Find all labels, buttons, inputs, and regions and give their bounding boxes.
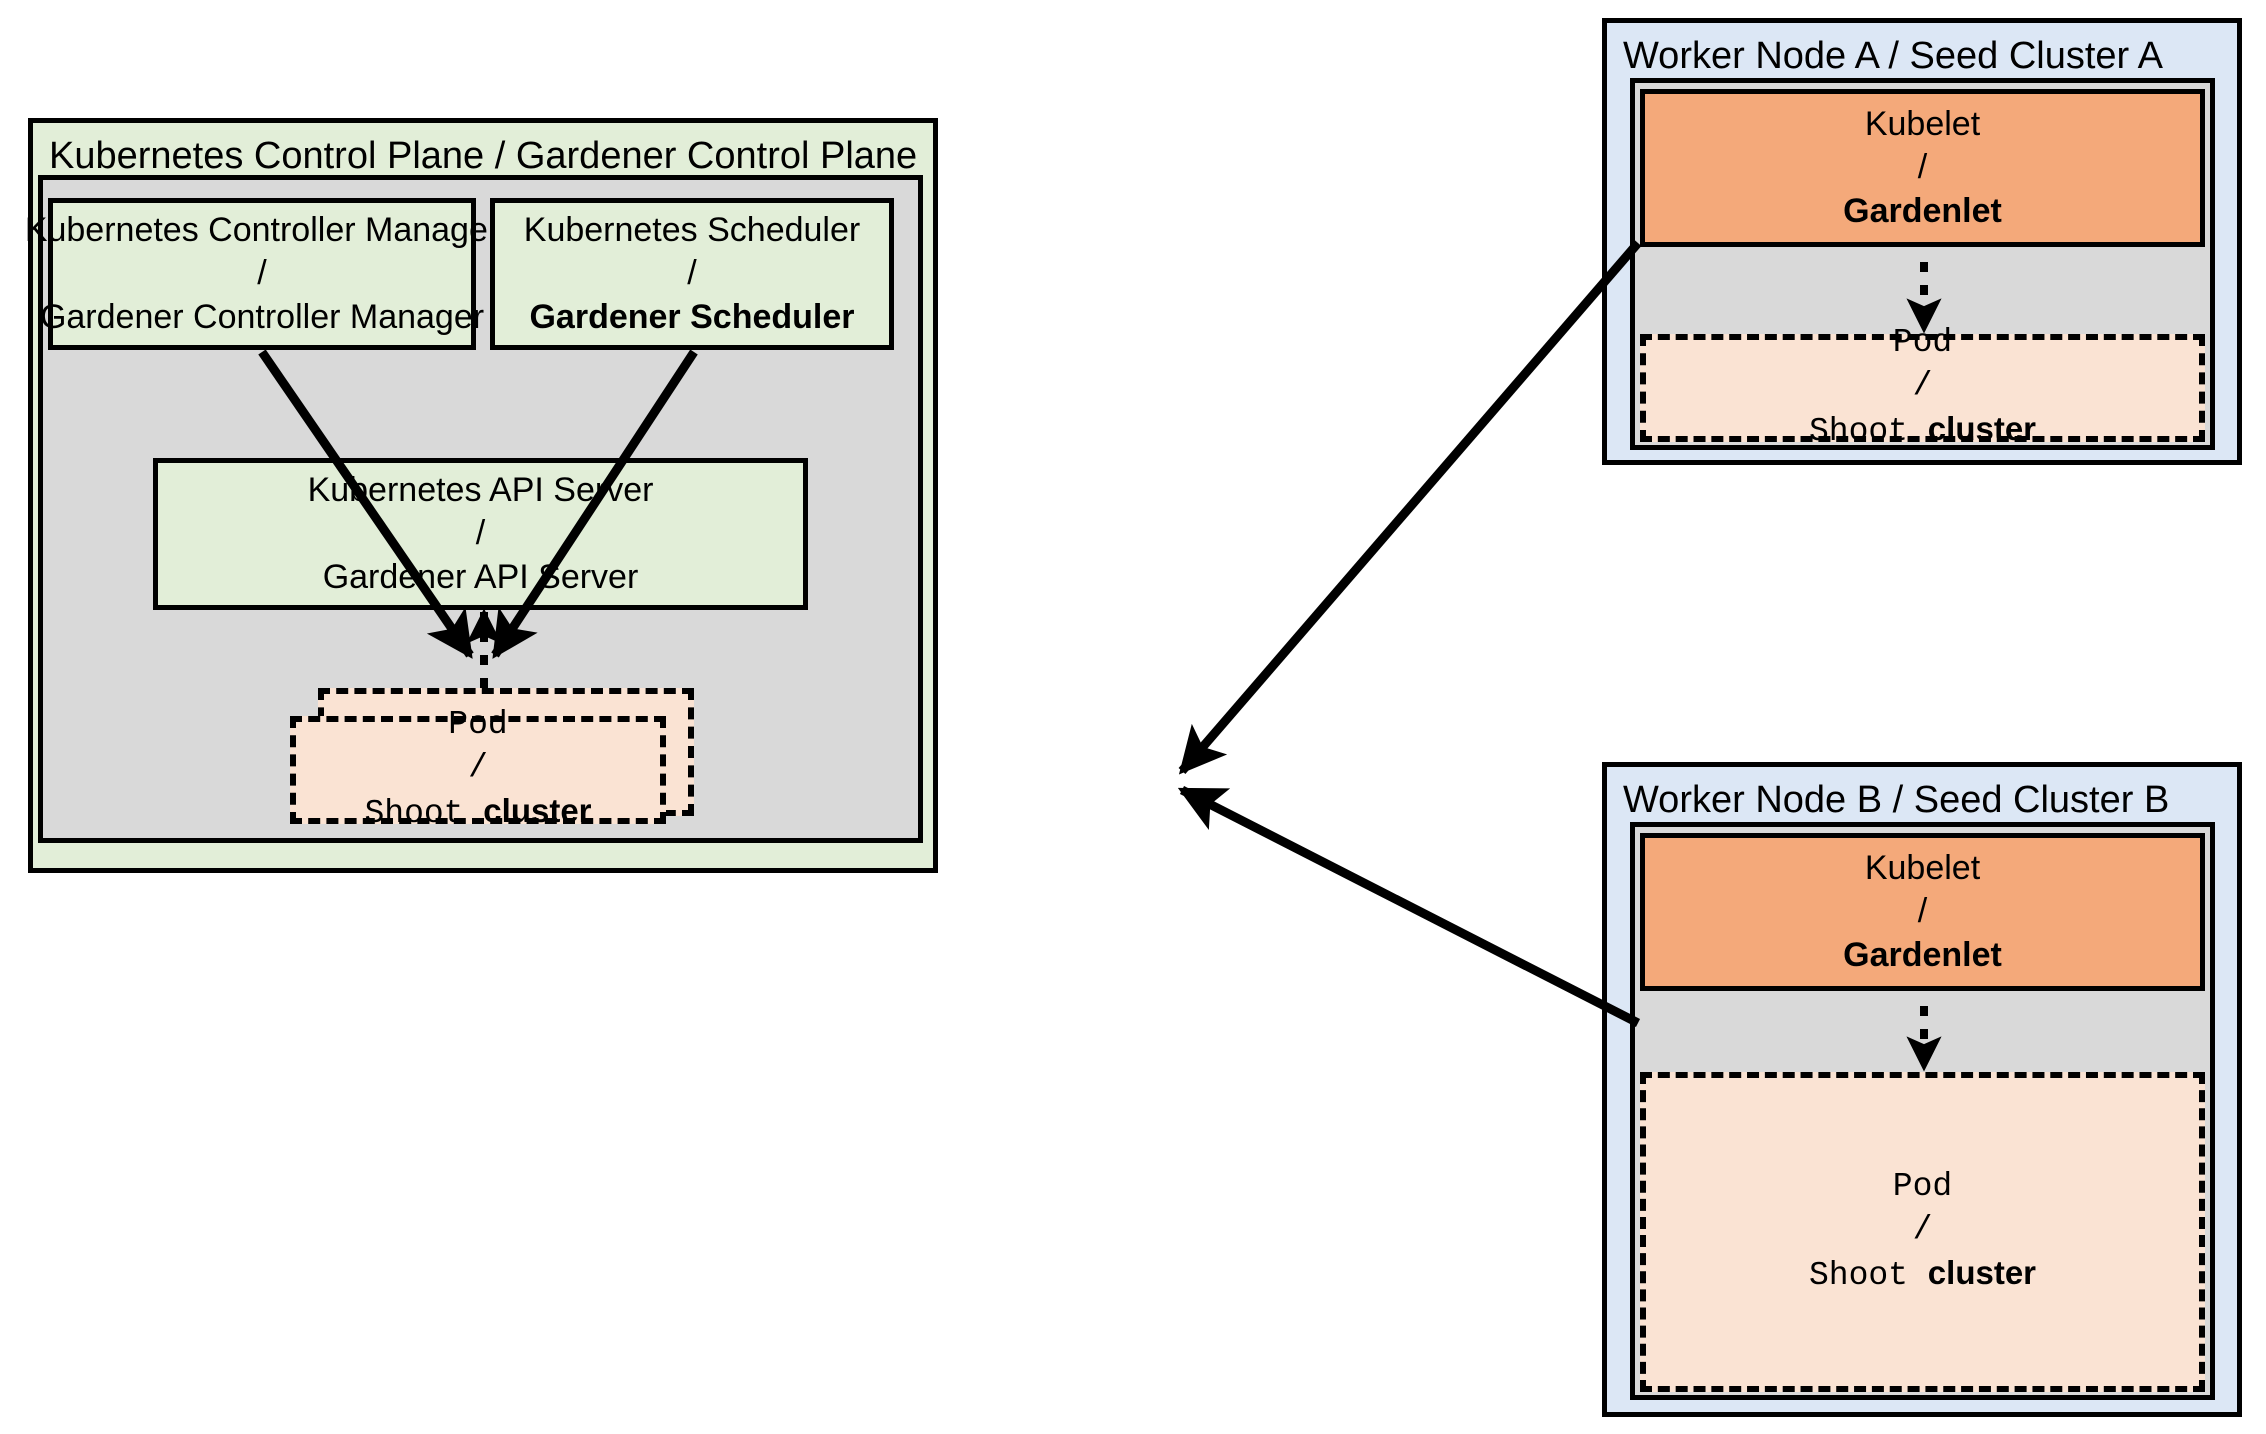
arrow-gardenlet-b-to-api-server (1177, 785, 1641, 1028)
arrow-gardenlet-a-to-api-server (1178, 240, 1642, 775)
worker-node-a-pod-line2-plain: Shoot (1808, 412, 1928, 450)
control-plane-pod-box[interactable]: Pod / Shoot cluster (290, 706, 666, 832)
worker-node-a-kubelet-separator: / (1917, 148, 1928, 187)
api-server-separator: / (475, 514, 486, 553)
worker-node-a-kubelet-line1: Kubelet (1864, 104, 1981, 143)
control-plane-pod-line2: Shoot cluster (364, 790, 591, 836)
worker-node-a-title: Worker Node A / Seed Cluster A (1623, 35, 2164, 77)
kubernetes-api-server-box[interactable]: Kubernetes API Server / Gardener API Ser… (153, 458, 808, 610)
worker-node-b-pod-line2-plain: Shoot (1808, 1256, 1928, 1294)
worker-node-a-pod-box[interactable]: Pod / Shoot cluster (1640, 324, 2205, 450)
controller-manager-separator: / (257, 254, 267, 293)
controller-manager-line1: Kubernetes Controller Manager (24, 210, 500, 249)
worker-node-b-pod-line1: Pod (1892, 1168, 1953, 1206)
control-plane-pod-separator: / (468, 749, 488, 787)
control-plane-pod-line1: Pod (448, 706, 508, 744)
worker-node-b-pod-separator: / (1912, 1211, 1933, 1249)
control-plane-pod-line2-bold: cluster (483, 791, 592, 829)
scheduler-line2: Gardener Scheduler (529, 297, 855, 336)
worker-node-b-kubelet-line2: Gardenlet (1843, 935, 2002, 974)
kubernetes-controller-manager-box[interactable]: Kubernetes Controller Manager / Gardener… (25, 198, 499, 350)
control-plane-pod-line2-plain: Shoot (364, 794, 484, 832)
worker-node-b-pod-box[interactable]: Pod / Shoot cluster (1640, 1072, 2205, 1392)
api-server-line2: Gardener API Server (322, 557, 639, 596)
scheduler-separator: / (687, 254, 697, 293)
control-plane-title: Kubernetes Control Plane / Gardener Cont… (49, 135, 918, 177)
worker-node-b-kubelet-line1: Kubelet (1864, 848, 1981, 887)
worker-node-b-kubelet-box[interactable]: Kubelet / Gardenlet (1640, 833, 2205, 991)
worker-node-a-pod-line1: Pod (1892, 324, 1953, 362)
kubernetes-scheduler-box[interactable]: Kubernetes Scheduler / Gardener Schedule… (490, 198, 894, 350)
scheduler-line1: Kubernetes Scheduler (523, 210, 861, 249)
worker-node-b-pod-line2-bold: cluster (1927, 1253, 2037, 1291)
worker-node-a-kubelet-line2: Gardenlet (1843, 191, 2002, 230)
worker-node-a-pod-line2: Shoot cluster (1809, 408, 2036, 454)
api-server-line1: Kubernetes API Server (307, 470, 654, 509)
controller-manager-line2: Gardener Controller Manager (39, 297, 485, 336)
worker-node-b-title: Worker Node B / Seed Cluster B (1623, 779, 2170, 821)
worker-node-a-kubelet-box[interactable]: Kubelet / Gardenlet (1640, 89, 2205, 247)
worker-node-b-pod-line2: Shoot cluster (1809, 1252, 2036, 1298)
worker-node-b-kubelet-separator: / (1917, 892, 1928, 931)
worker-node-a-pod-line2-bold: cluster (1927, 409, 2037, 447)
worker-node-a-pod-separator: / (1912, 367, 1933, 405)
